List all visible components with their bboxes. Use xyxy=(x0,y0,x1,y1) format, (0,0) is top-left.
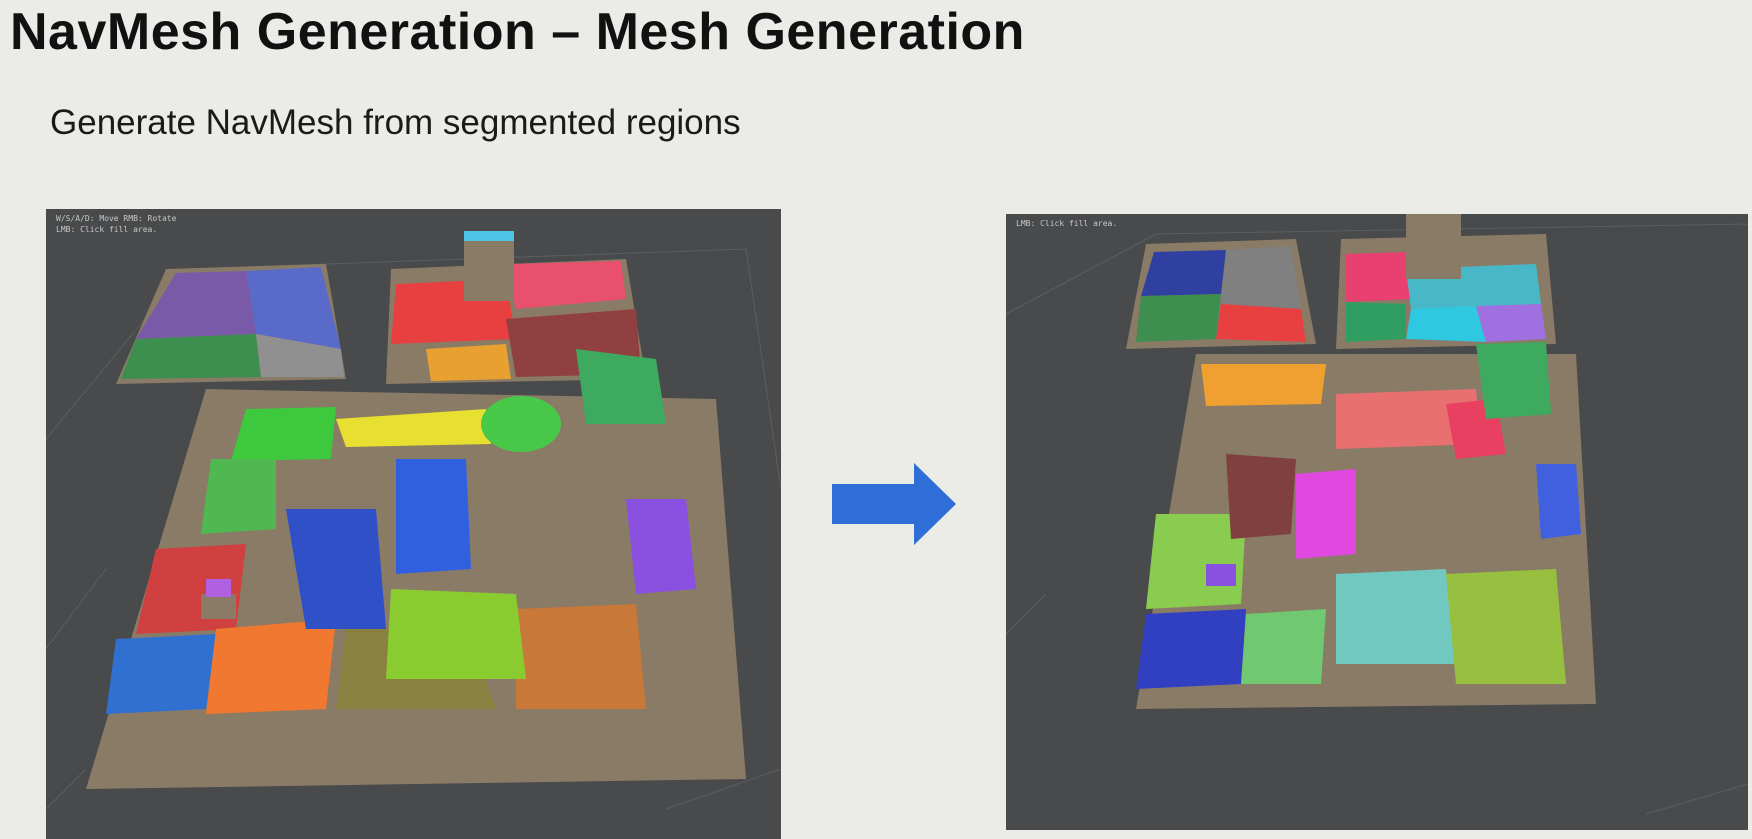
right-arrow-icon xyxy=(832,463,956,545)
slide-title: NavMesh Generation – Mesh Generation xyxy=(10,3,1025,61)
navmesh-scene xyxy=(1006,214,1748,815)
slide-subtitle: Generate NavMesh from segmented regions xyxy=(50,103,741,142)
navmesh-viewport[interactable]: LMB: Click fill area. xyxy=(1006,214,1748,830)
viewport-hint-line1: LMB: Click fill area. xyxy=(1016,219,1118,228)
segmented-regions-scene xyxy=(46,231,781,810)
viewport-hint-line2: LMB: Click fill area. xyxy=(56,225,158,234)
segmented-regions-viewport[interactable]: W/S/A/D: Move RMB: Rotate LMB: Click fil… xyxy=(46,209,781,839)
viewport-hint-line1: W/S/A/D: Move RMB: Rotate xyxy=(56,214,177,223)
